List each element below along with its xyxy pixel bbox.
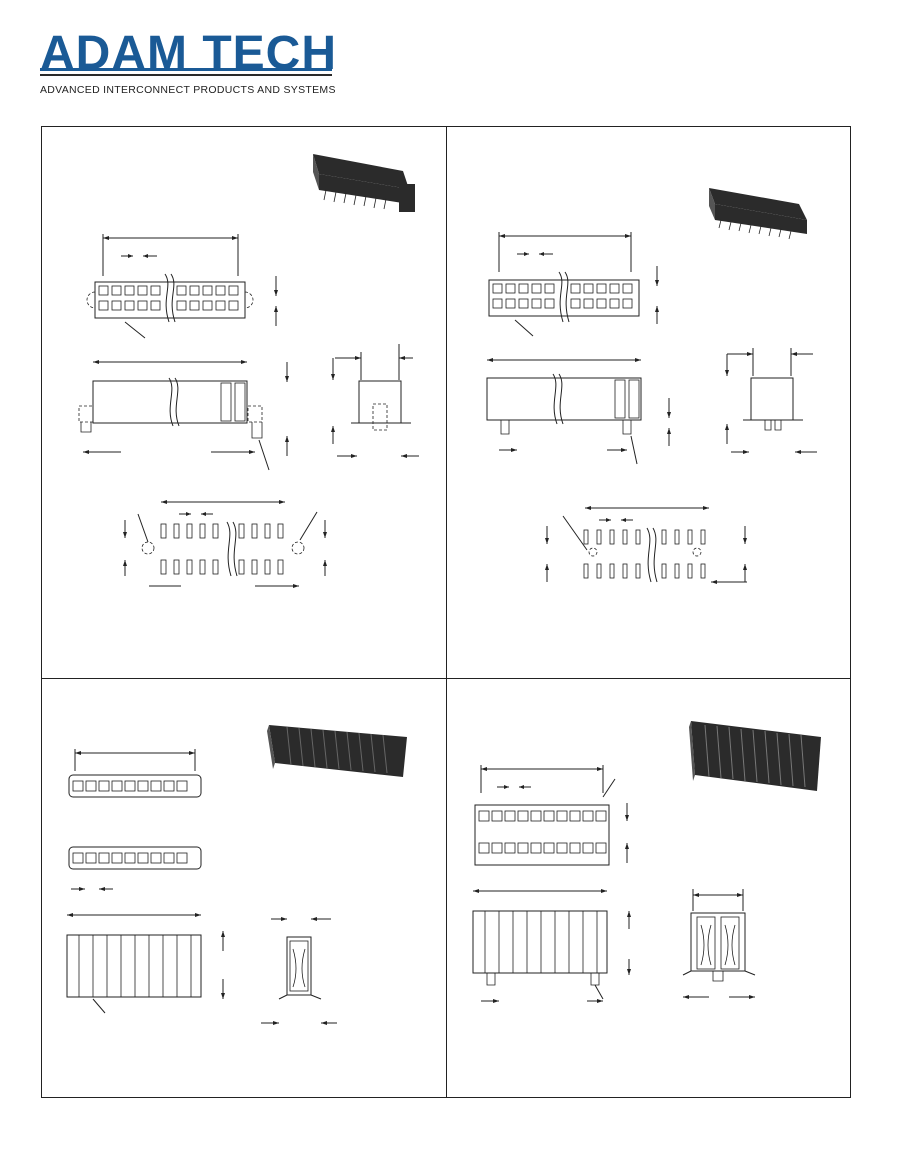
- logo-rule: [40, 68, 332, 71]
- end-view-top-left: [331, 344, 419, 458]
- product-photo-top-right: [709, 188, 807, 240]
- top-view-top-left: [86, 234, 278, 339]
- panel-top-left-drawing: [78, 154, 419, 588]
- product-photo-bottom-left: [267, 725, 407, 777]
- side-view-top-right: [486, 358, 671, 465]
- adam-tech-logo: ADAM TECH: [40, 30, 340, 100]
- frame-divider-horizontal: [41, 678, 851, 679]
- side-view-bottom-left: [66, 913, 225, 1014]
- top-view-bottom-right: [474, 765, 629, 866]
- product-photo-top-left: [313, 154, 415, 212]
- end-view-bottom-right: [682, 889, 756, 999]
- product-photo-bottom-right: [689, 721, 821, 791]
- pcb-footprint-top-right: [545, 506, 747, 584]
- panel-top-right-drawing: [486, 188, 817, 584]
- top-view-top-right: [488, 232, 659, 337]
- logo-rule-dark: [40, 74, 332, 76]
- end-view-top-right: [725, 348, 817, 454]
- frame-divider-vertical: [446, 126, 447, 1098]
- tagline: ADVANCED INTERCONNECT PRODUCTS AND SYSTE…: [40, 84, 336, 96]
- top-view-single-row-b: [68, 846, 202, 891]
- panel-bottom-left-drawing: [66, 725, 407, 1025]
- top-view-single-row-a: [68, 749, 202, 798]
- panel-bottom-right-drawing: [472, 721, 821, 1003]
- side-view-bottom-right: [472, 889, 631, 1003]
- end-view-bottom-left: [261, 917, 337, 1025]
- pcb-footprint-top-left: [123, 500, 327, 588]
- side-view-top-left: [78, 360, 289, 471]
